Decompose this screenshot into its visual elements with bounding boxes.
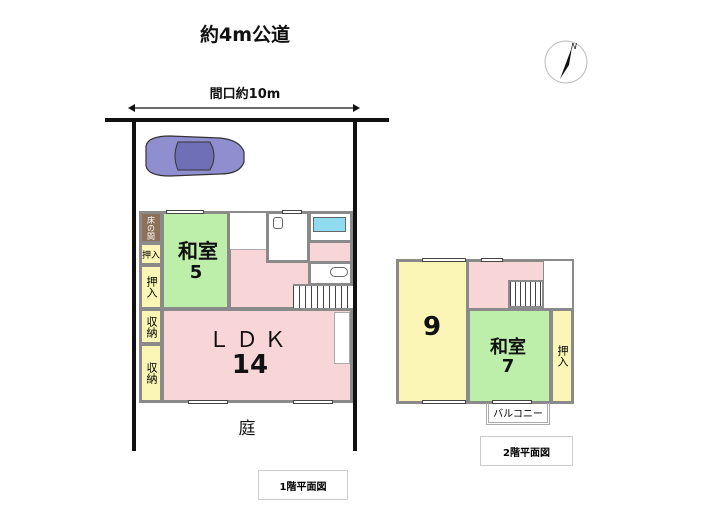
ldk-name: ＬＤＫ — [207, 328, 292, 353]
shuno-2-label: 収納 — [145, 362, 158, 384]
road-label: 約4m公道 — [199, 24, 291, 46]
stairs-1f — [293, 284, 353, 309]
oshiire-2-label: 押入 — [145, 276, 158, 298]
window — [481, 258, 503, 262]
washitsu-5 — [161, 211, 230, 310]
ldk-size: 14 — [231, 350, 269, 380]
balcony: バルコニー — [486, 403, 550, 425]
oshiire-1-label: 押入 — [142, 250, 161, 261]
washitsu-7-size: 7 — [501, 356, 515, 377]
compass-icon: N — [543, 39, 589, 85]
window — [282, 210, 302, 214]
compass-north-label: N — [571, 42, 577, 51]
sink-icon — [273, 217, 283, 229]
lot-boundary-right — [353, 118, 357, 451]
frontage-dimension-arrow — [128, 98, 360, 112]
window — [422, 258, 466, 262]
oshiire-1: 押入 — [139, 242, 163, 266]
lot-boundary-left — [132, 118, 136, 451]
floor1-title: 1階平面図 — [258, 470, 348, 500]
tokonoma-label: 床の間 — [146, 215, 156, 240]
oshiire-2f: 押入 — [550, 308, 574, 404]
window — [188, 400, 228, 404]
window — [293, 400, 333, 404]
entrance — [230, 213, 268, 250]
bathtub-icon — [313, 217, 346, 232]
stairs-2f-landing — [543, 261, 572, 308]
shuno-1-label: 収納 — [145, 315, 158, 338]
toilet-icon — [330, 267, 348, 277]
oshiire-2: 押入 — [139, 264, 163, 310]
shuno-2: 収納 — [139, 343, 163, 403]
washitsu-5-size: 5 — [189, 262, 203, 283]
frontage-label: 間口約10m — [209, 87, 281, 102]
washitsu-5-name: 和室 — [178, 239, 218, 263]
window — [422, 400, 466, 404]
kitchen-counter — [334, 312, 350, 364]
window — [166, 210, 204, 214]
window — [492, 400, 532, 404]
washitsu-7-name: 和室 — [490, 337, 526, 358]
oshiire-2f-label: 押入 — [556, 345, 569, 367]
ldk — [161, 308, 353, 403]
garden-label: 庭 — [238, 419, 256, 439]
lot-boundary-top — [105, 118, 389, 122]
shuno-1: 収納 — [139, 308, 163, 345]
western-room-9-size: 9 — [422, 312, 442, 342]
floor2-title: 2階平面図 — [480, 436, 573, 466]
stairs-2f — [508, 280, 544, 308]
car-icon — [140, 132, 246, 180]
balcony-label: バルコニー — [493, 409, 543, 420]
